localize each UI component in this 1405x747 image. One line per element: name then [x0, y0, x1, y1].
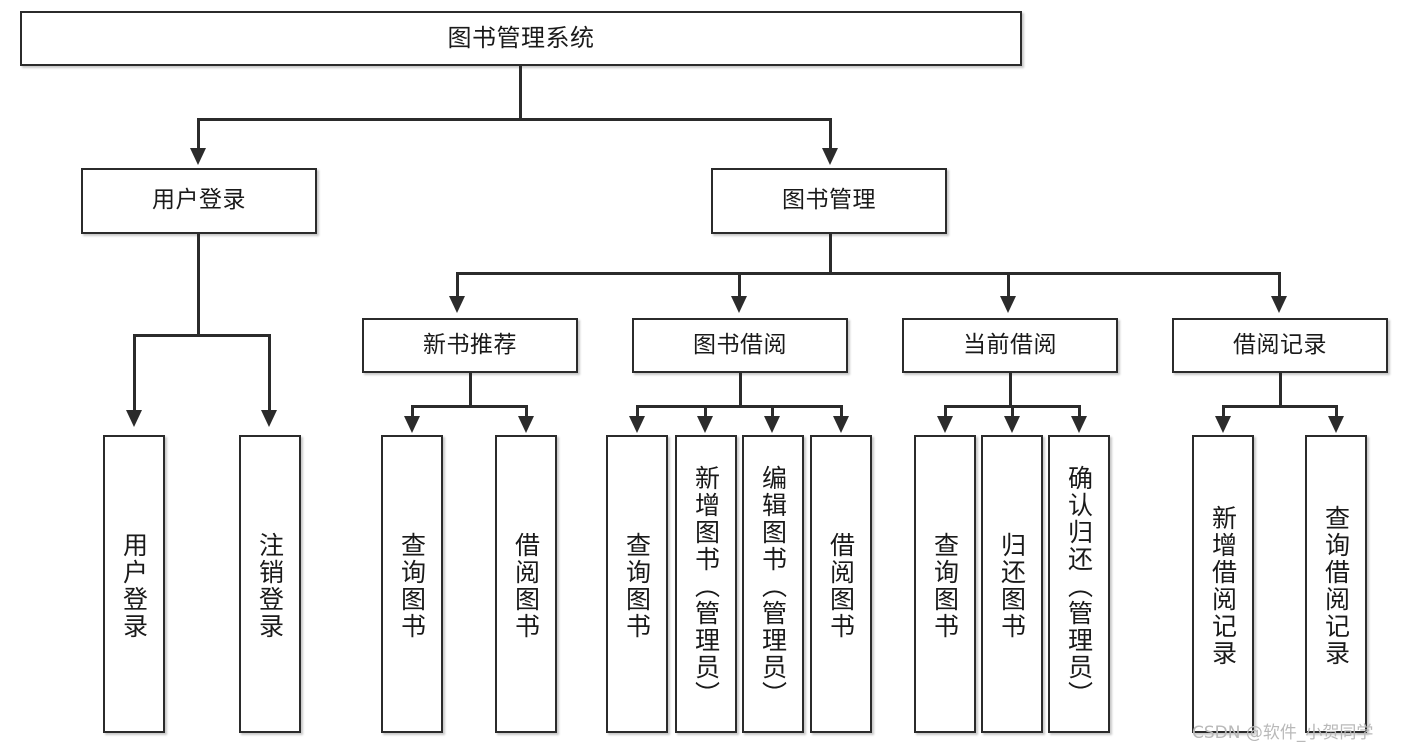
leaf-records-query-record[interactable]: 查询借阅记录 — [1305, 435, 1367, 733]
edge-recommend-drop-1 — [411, 405, 414, 418]
node-label: 查询图书 — [397, 532, 427, 640]
node-label: 查询借阅记录 — [1321, 505, 1351, 667]
arrow-borrow-leaf-3 — [764, 416, 780, 433]
node-label: 用户登录 — [152, 187, 246, 214]
leaf-user-login[interactable]: 用户登录 — [103, 435, 165, 733]
arrow-level2-2 — [731, 296, 747, 313]
node-label: 编辑图书（管理员） — [758, 464, 788, 708]
node-label: 图书管理 — [782, 187, 876, 214]
arrow-level2-1 — [449, 296, 465, 313]
edge-current-drop-2 — [1011, 405, 1014, 418]
leaf-current-return-book[interactable]: 归还图书 — [981, 435, 1043, 733]
node-book-management[interactable]: 图书管理 — [711, 168, 947, 234]
node-label: 图书管理系统 — [447, 24, 595, 53]
edge-user-login-bus — [133, 334, 270, 337]
edge-current-drop-1 — [944, 405, 947, 418]
edge-level1-bus — [197, 118, 832, 121]
node-label: 注销登录 — [255, 532, 285, 640]
arrow-to-user-login — [190, 148, 206, 165]
edge-current-drop-3 — [1078, 405, 1081, 418]
node-borrow-records[interactable]: 借阅记录 — [1172, 318, 1388, 373]
edge-borrow-drop-2 — [704, 405, 707, 418]
edge-records-stem — [1279, 373, 1282, 407]
edge-current-stem — [1009, 373, 1012, 407]
edge-to-book-manage — [829, 118, 832, 150]
leaf-records-add-record[interactable]: 新增借阅记录 — [1192, 435, 1254, 733]
node-label: 当前借阅 — [963, 331, 1057, 358]
leaf-recommend-query-book[interactable]: 查询图书 — [381, 435, 443, 733]
edge-borrow-drop-3 — [771, 405, 774, 418]
arrow-records-leaf-2 — [1328, 416, 1344, 433]
edge-level2-drop-1 — [456, 272, 459, 298]
node-label: 借阅图书 — [511, 532, 541, 640]
node-label: 借阅记录 — [1233, 331, 1327, 358]
csdn-watermark: CSDN @软件_小贺同学 — [1192, 723, 1374, 743]
edge-records-drop-2 — [1335, 405, 1338, 418]
leaf-borrow-query-book[interactable]: 查询图书 — [606, 435, 668, 733]
node-label: 确认归还（管理员） — [1064, 464, 1094, 708]
arrow-recommend-leaf-1 — [404, 416, 420, 433]
node-user-login[interactable]: 用户登录 — [81, 168, 317, 234]
node-label: 图书借阅 — [693, 331, 787, 358]
leaf-current-query-book[interactable]: 查询图书 — [914, 435, 976, 733]
edge-user-login-stem — [197, 234, 200, 336]
edge-records-bus — [1222, 405, 1337, 408]
edge-level2-drop-2 — [738, 272, 741, 298]
arrow-recommend-leaf-2 — [518, 416, 534, 433]
node-label: 新增借阅记录 — [1208, 505, 1238, 667]
edge-records-drop-1 — [1222, 405, 1225, 418]
node-root-system[interactable]: 图书管理系统 — [20, 11, 1022, 66]
arrow-borrow-leaf-4 — [833, 416, 849, 433]
edge-level2-bus — [456, 272, 1280, 275]
node-label: 新书推荐 — [423, 331, 517, 358]
node-current-borrow[interactable]: 当前借阅 — [902, 318, 1118, 373]
arrow-level2-4 — [1271, 296, 1287, 313]
edge-root-stem — [519, 66, 522, 119]
edge-recommend-drop-2 — [525, 405, 528, 418]
node-label: 借阅图书 — [826, 532, 856, 640]
arrow-records-leaf-1 — [1215, 416, 1231, 433]
edge-borrow-drop-1 — [636, 405, 639, 418]
edge-borrow-bus — [636, 405, 843, 408]
arrow-user-login-leaf-2 — [261, 410, 277, 427]
leaf-borrow-add-book[interactable]: 新增图书（管理员） — [675, 435, 737, 733]
node-label: 查询图书 — [622, 532, 652, 640]
arrow-to-book-manage — [822, 148, 838, 165]
node-new-book-recommend[interactable]: 新书推荐 — [362, 318, 578, 373]
edge-borrow-drop-4 — [840, 405, 843, 418]
edge-recommend-bus — [411, 405, 527, 408]
arrow-level2-3 — [1000, 296, 1016, 313]
arrow-user-login-leaf-1 — [126, 410, 142, 427]
edge-borrow-stem — [739, 373, 742, 407]
edge-user-login-drop-1 — [133, 334, 136, 412]
edge-level2-drop-3 — [1007, 272, 1010, 298]
arrow-current-leaf-1 — [937, 416, 953, 433]
leaf-borrow-borrow-book[interactable]: 借阅图书 — [810, 435, 872, 733]
arrow-current-leaf-3 — [1071, 416, 1087, 433]
node-book-borrow[interactable]: 图书借阅 — [632, 318, 848, 373]
node-label: 归还图书 — [997, 532, 1027, 640]
leaf-current-confirm-return[interactable]: 确认归还（管理员） — [1048, 435, 1110, 733]
node-label: 查询图书 — [930, 532, 960, 640]
leaf-recommend-borrow-book[interactable]: 借阅图书 — [495, 435, 557, 733]
arrow-borrow-leaf-2 — [697, 416, 713, 433]
edge-to-user-login — [197, 118, 200, 150]
edge-user-login-drop-2 — [268, 334, 271, 412]
edge-recommend-stem — [469, 373, 472, 407]
leaf-borrow-edit-book[interactable]: 编辑图书（管理员） — [742, 435, 804, 733]
node-label: 用户登录 — [119, 532, 149, 640]
arrow-current-leaf-2 — [1004, 416, 1020, 433]
edge-level2-drop-4 — [1278, 272, 1281, 298]
arrow-borrow-leaf-1 — [629, 416, 645, 433]
edge-book-manage-stem — [829, 234, 832, 274]
node-label: 新增图书（管理员） — [691, 464, 721, 708]
leaf-logout[interactable]: 注销登录 — [239, 435, 301, 733]
